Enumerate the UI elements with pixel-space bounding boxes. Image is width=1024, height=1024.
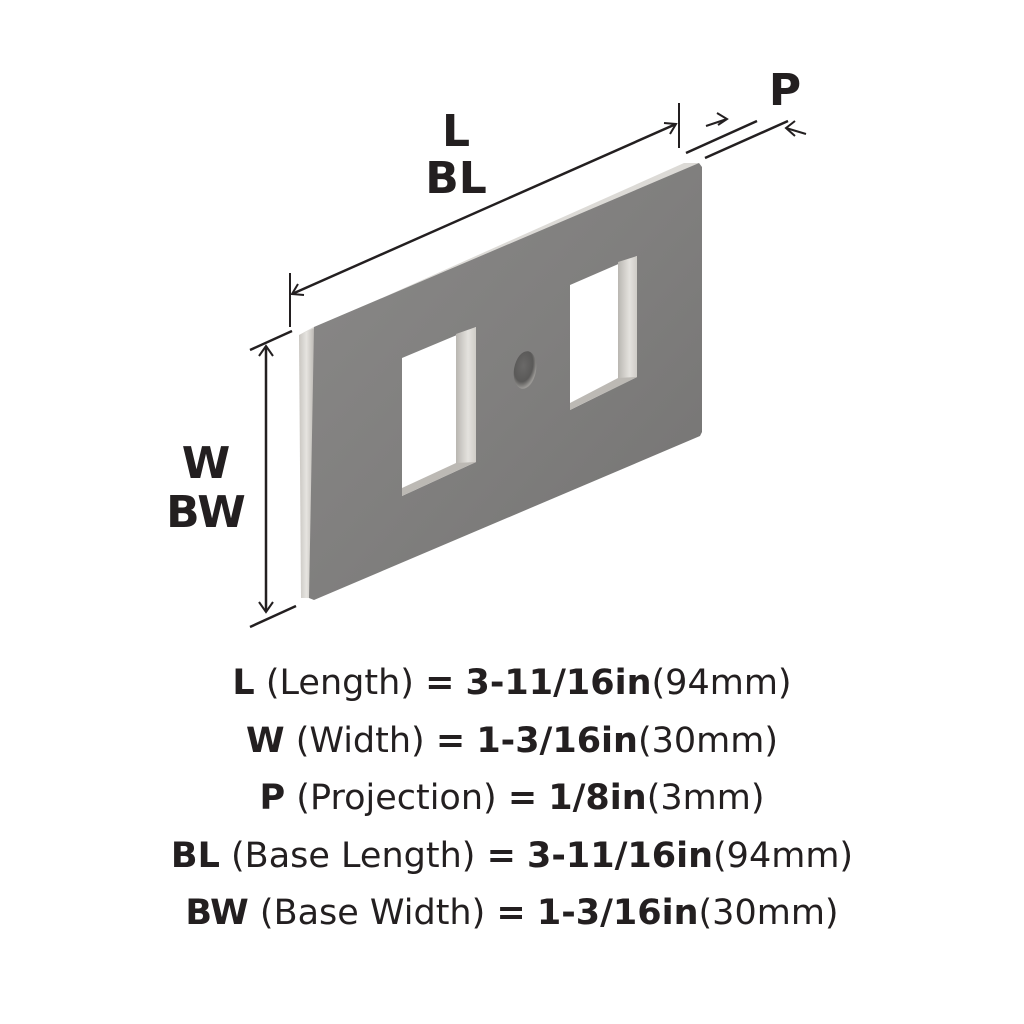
dimension-lines [249, 103, 807, 629]
spec-metric-value: (30mm) [637, 720, 779, 761]
width-arrow-top [258, 344, 274, 357]
spec-imperial-value: 3-11/16in [465, 663, 652, 703]
spec-equals: = [507, 778, 538, 818]
plate-face [309, 163, 702, 600]
projection-arrow-left-head [716, 112, 729, 126]
projection-arrow-right-shaft [785, 127, 807, 135]
spec-imperial-value: 3-11/16in [527, 835, 714, 876]
width-extension-line-top [249, 329, 293, 352]
spec-projection-row: P (Projection) = 1/8in(3mm) [0, 770, 1024, 828]
projection-arrow-right-head [784, 120, 796, 137]
length-dimension-line [291, 122, 677, 296]
spec-code: W [245, 720, 285, 761]
projection-extension-line-front [704, 119, 789, 160]
length-arrow-right [663, 122, 678, 135]
spec-equals: = [425, 663, 455, 703]
spec-length-row: L (Length) = 3-11/16in(94mm) [0, 655, 1024, 713]
spec-equals: = [435, 720, 466, 761]
spec-code: L [232, 663, 255, 703]
spec-metric-value: (94mm) [651, 663, 792, 703]
spec-metric-value: (94mm) [713, 835, 854, 876]
right-square-opening [570, 256, 637, 410]
dimension-spec-list: L (Length) = 3-11/16in(94mm) W (Width) =… [0, 655, 1024, 943]
spec-base-length-row: BL (Base Length) = 3-11/16in(94mm) [0, 828, 1024, 886]
length-arrow-left [290, 283, 305, 296]
projection-label: P [769, 65, 801, 116]
spec-metric-value: (30mm) [698, 893, 839, 933]
width-extension-line-bottom [249, 604, 297, 629]
base-width-label: BW [166, 487, 246, 538]
mounting-hole [513, 351, 537, 389]
spec-width-row: W (Width) = 1-3/16in(30mm) [0, 713, 1024, 771]
spec-equals: = [486, 835, 516, 876]
backplate-illustration [299, 163, 702, 600]
width-arrow-bottom [258, 601, 274, 614]
spec-equals: = [496, 893, 526, 933]
spec-base-width-row: BW (Base Width) = 1-3/16in(30mm) [0, 885, 1024, 943]
spec-code: BW [185, 893, 249, 933]
spec-code: P [259, 778, 286, 818]
base-length-label: BL [425, 153, 487, 204]
spec-name: (Length) [265, 663, 414, 703]
length-label: L [442, 106, 470, 157]
spec-name: (Projection) [296, 778, 497, 818]
projection-extension-line-back [685, 119, 758, 155]
spec-imperial-value: 1-3/16in [536, 893, 699, 933]
spec-metric-value: (3mm) [646, 778, 765, 818]
spec-name: (Base Width) [259, 893, 486, 933]
spec-imperial-value: 1/8in [548, 778, 647, 818]
spec-name: (Width) [295, 720, 425, 761]
product-dimension-diagram: L BL P W BW [166, 65, 807, 629]
spec-imperial-value: 1-3/16in [476, 720, 638, 761]
width-label: W [182, 438, 231, 489]
spec-code: BL [170, 835, 220, 876]
left-square-opening [402, 327, 476, 496]
spec-name: (Base Length) [231, 835, 476, 876]
